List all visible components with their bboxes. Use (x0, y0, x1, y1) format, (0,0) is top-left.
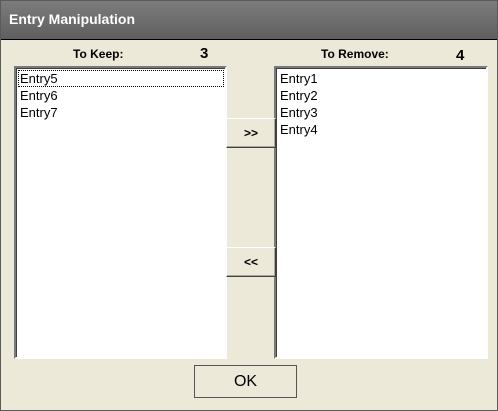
title-bar[interactable]: Entry Manipulation (1, 1, 497, 39)
remove-list-item[interactable]: Entry1 (280, 71, 318, 86)
move-to-keep-button[interactable]: << (226, 247, 276, 277)
ok-label: OK (233, 373, 258, 390)
title-bar-divider (1, 39, 497, 40)
move-to-remove-label: >> (243, 126, 258, 140)
remove-list-item[interactable]: Entry3 (280, 105, 318, 120)
keep-listbox[interactable]: Entry5 Entry6 Entry7 (14, 66, 227, 359)
remove-count: 4 (456, 47, 465, 64)
keep-count: 3 (200, 45, 209, 62)
remove-listbox[interactable]: Entry1 Entry2 Entry3 Entry4 (274, 66, 488, 359)
window-title: Entry Manipulation (9, 11, 135, 27)
remove-label: To Remove: (321, 47, 389, 61)
keep-listbox-inner: Entry5 Entry6 Entry7 (16, 68, 225, 357)
keep-list-item[interactable]: Entry5 (18, 70, 224, 87)
keep-list-item[interactable]: Entry7 (20, 105, 58, 120)
remove-list-item[interactable]: Entry2 (280, 88, 318, 103)
keep-label: To Keep: (73, 47, 124, 61)
move-to-keep-label: << (243, 255, 258, 269)
ok-button[interactable]: OK (194, 365, 297, 398)
remove-listbox-inner: Entry1 Entry2 Entry3 Entry4 (276, 68, 486, 357)
move-to-remove-button[interactable]: >> (226, 118, 276, 148)
keep-list-item[interactable]: Entry6 (20, 88, 58, 103)
remove-list-item[interactable]: Entry4 (280, 122, 318, 137)
